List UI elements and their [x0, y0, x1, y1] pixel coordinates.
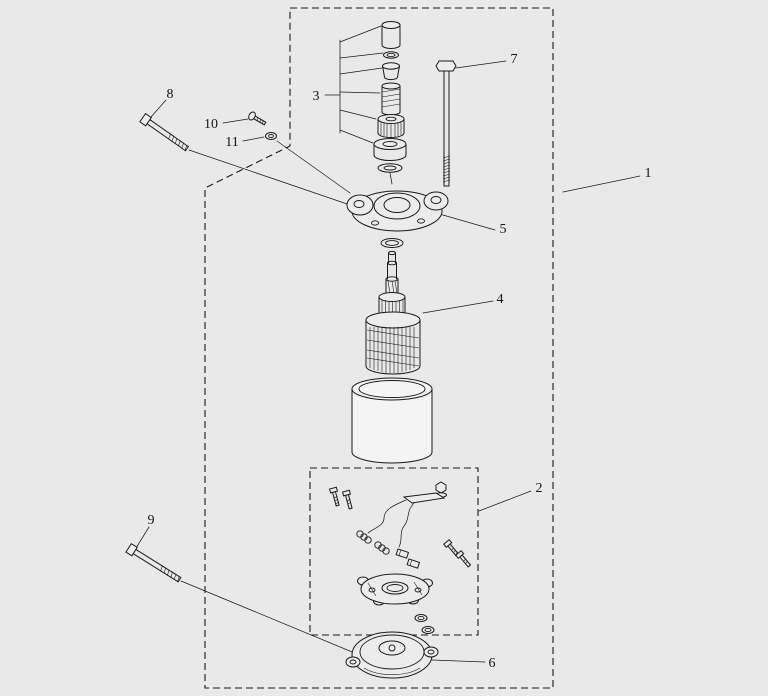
callout-1: 1 [645, 166, 652, 181]
rear-cover [345, 631, 439, 679]
callout-11: 11 [225, 135, 238, 150]
assembly-boundary-1 [204, 7, 554, 689]
callout-3: 3 [313, 89, 320, 104]
terminal-bolt [435, 481, 447, 498]
lock-washers [414, 614, 435, 634]
callout-4: 4 [497, 292, 504, 307]
o-ring [380, 238, 404, 248]
brush-screw-a [328, 486, 340, 507]
terminal-strip [402, 492, 446, 504]
motor-frame [351, 377, 433, 464]
brush-spring-1 [356, 530, 372, 544]
brush-spring-2 [374, 541, 390, 555]
front-bracket [346, 190, 449, 248]
callout-9: 9 [148, 513, 155, 528]
callout-6: 6 [489, 656, 496, 671]
washer-11 [265, 132, 277, 140]
brush-holder-plate [357, 573, 433, 606]
callouts: 1 2 3 4 5 6 7 8 9 10 11 [148, 52, 652, 671]
holder-screw-b [455, 549, 472, 568]
holder-screw-a [443, 538, 460, 557]
mount-bolt-9 [125, 542, 182, 583]
leader-lines [135, 25, 641, 663]
callout-2: 2 [536, 481, 543, 496]
mount-bolt-8 [139, 112, 189, 152]
lead-wire-2 [398, 502, 415, 548]
callout-5: 5 [500, 222, 507, 237]
callout-7: 7 [511, 52, 518, 67]
brush-screw-b [341, 489, 353, 510]
pinion-stack [373, 21, 407, 173]
callout-10: 10 [204, 117, 218, 132]
brush-holder-assembly [328, 481, 472, 606]
brush-2 [406, 558, 421, 569]
lead-wire-1 [367, 499, 407, 534]
brush-1 [395, 548, 410, 559]
screw-10 [248, 111, 267, 126]
callout-8: 8 [167, 87, 174, 102]
through-bolt [435, 60, 457, 187]
armature [365, 250, 421, 375]
